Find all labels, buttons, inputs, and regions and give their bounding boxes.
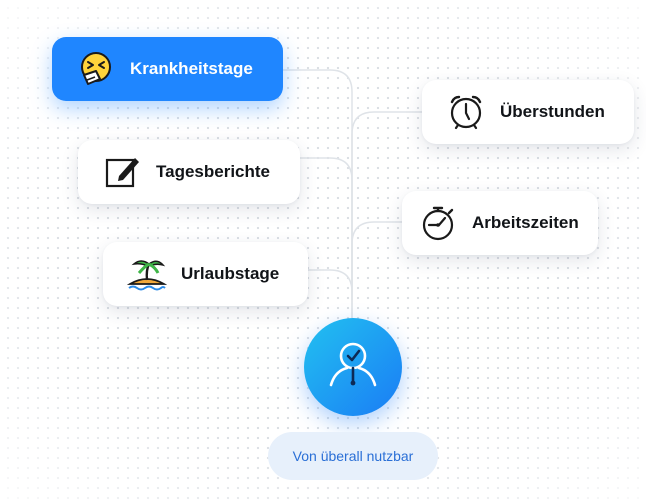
- card-ueberstunden[interactable]: Überstunden: [422, 80, 634, 144]
- card-label: Arbeitszeiten: [472, 213, 579, 232]
- stopwatch-icon: [418, 203, 458, 243]
- card-urlaubstage[interactable]: Urlaubstage: [103, 242, 308, 306]
- hub-circle: [304, 318, 402, 416]
- card-krankheitstage[interactable]: Krankheitstage: [52, 37, 283, 101]
- card-label: Überstunden: [500, 102, 605, 121]
- user-clock-icon: [323, 335, 383, 400]
- palm-island-icon: [127, 254, 167, 294]
- card-arbeitszeiten[interactable]: Arbeitszeiten: [402, 191, 598, 255]
- card-label: Krankheitstage: [130, 59, 253, 78]
- card-tagesberichte[interactable]: Tagesberichte: [78, 140, 300, 204]
- edit-note-icon: [102, 152, 142, 192]
- card-label: Tagesberichte: [156, 162, 271, 181]
- sneezing-face-icon: [76, 49, 116, 89]
- card-label: Urlaubstage: [181, 264, 280, 283]
- badge-anywhere: Von überall nutzbar: [268, 432, 438, 480]
- alarm-clock-icon: [446, 92, 486, 132]
